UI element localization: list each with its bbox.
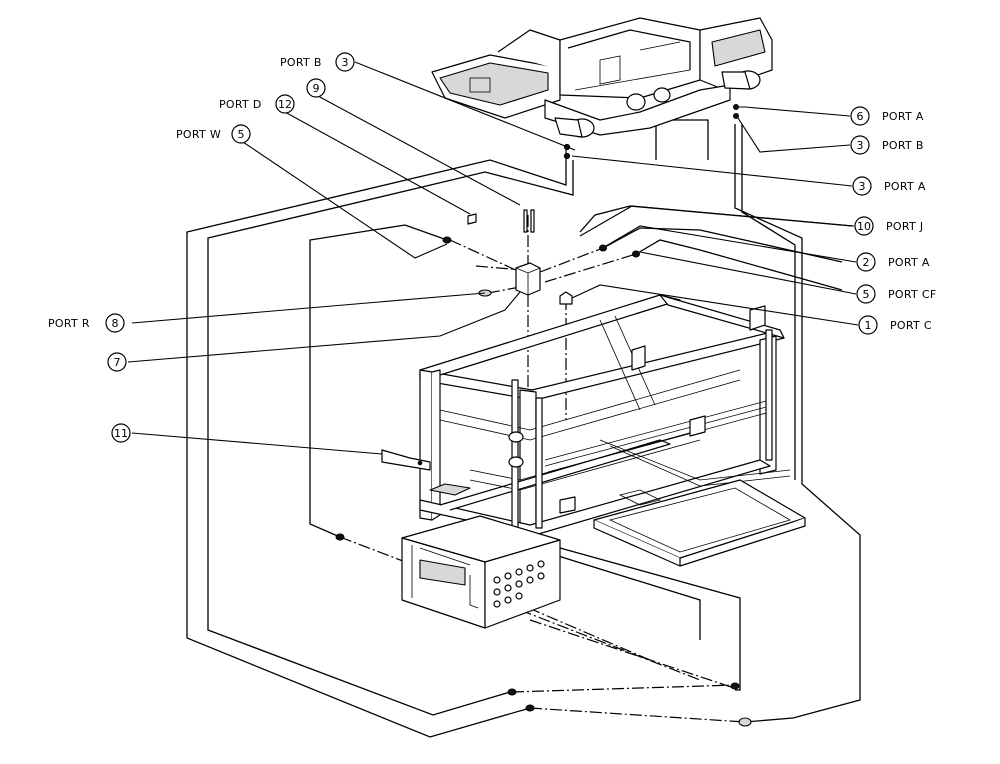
tube-portj <box>579 205 853 233</box>
callout-label: PORT A <box>888 256 930 269</box>
callout-number: 3 <box>342 56 349 69</box>
callout-label: PORT B <box>882 139 924 152</box>
callout-portr-8: PORT R 8 <box>48 313 125 333</box>
callout-item-9: 9 <box>306 78 326 98</box>
callout-portc-1: 1 PORT C <box>858 315 932 335</box>
tube-lower-2 <box>554 554 701 640</box>
tube-inner-left <box>207 160 574 716</box>
tube-right-3 <box>655 119 709 160</box>
callout-number: 9 <box>313 82 320 95</box>
callout-portcf-5: 5 PORT CF <box>856 284 936 304</box>
callout-number: 12 <box>278 98 292 111</box>
callout-number: 1 <box>865 319 872 332</box>
callout-label: PORT C <box>890 319 932 332</box>
leader-lines <box>127 61 859 455</box>
callout-number: 7 <box>114 356 121 369</box>
tubing-routes <box>186 119 861 738</box>
tube-lower-1 <box>559 547 741 691</box>
callout-label: PORT CF <box>888 288 936 301</box>
callout-label: PORT B <box>280 56 322 69</box>
callout-number: 6 <box>857 110 864 123</box>
upper-head-assembly <box>431 17 773 160</box>
callout-number: 2 <box>863 256 870 269</box>
tube-outer-left <box>186 159 567 738</box>
callout-porta-2: 2 PORT A <box>856 252 930 272</box>
callout-label: PORT D <box>219 98 262 111</box>
callout-porta-6: 6 PORT A <box>850 106 924 126</box>
callout-label: PORT J <box>886 220 923 233</box>
callout-label: PORT W <box>176 128 221 141</box>
callout-label: PORT R <box>48 317 90 330</box>
callout-number: 3 <box>859 180 866 193</box>
callout-item-7: 7 <box>107 352 127 372</box>
callout-portj-10: 10 PORT J <box>854 216 923 236</box>
tube-fittings <box>335 533 752 727</box>
callout-label: PORT A <box>882 110 924 123</box>
callout-label: PORT A <box>884 180 926 193</box>
slide-tray <box>593 479 806 567</box>
callout-portw-5: PORT W 5 <box>176 124 251 144</box>
callout-number: 11 <box>114 427 128 440</box>
callout-porta-3: 3 PORT A <box>852 176 926 196</box>
callout-number: 5 <box>863 288 870 301</box>
tube-right-2 <box>741 124 796 480</box>
callout-portd-12: PORT D 12 <box>219 94 295 114</box>
callout-portb-3-right: 3 PORT B <box>850 135 924 155</box>
callout-portb-3-top: PORT B 3 <box>280 52 355 72</box>
lower-valve-box <box>401 515 561 629</box>
callout-item-11: 11 <box>111 423 131 443</box>
tube-to-portcf <box>635 239 843 291</box>
manifold-fittings <box>493 560 545 608</box>
tube-to-porta2 <box>602 227 843 263</box>
callout-number: 10 <box>857 220 871 233</box>
tube-right-1 <box>734 124 861 723</box>
callout-number: 5 <box>238 128 245 141</box>
valve-block <box>442 209 640 305</box>
callout-number: 3 <box>857 139 864 152</box>
tube-portw <box>309 224 448 538</box>
main-frame <box>381 294 791 546</box>
callout-number: 8 <box>112 317 119 330</box>
alignment-lines <box>339 150 746 723</box>
